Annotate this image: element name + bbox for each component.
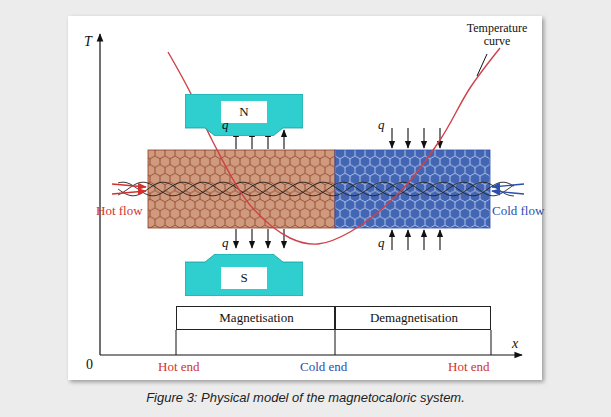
pole-label: N: [239, 105, 248, 119]
flow-wave: [118, 182, 514, 196]
flow-wave: [118, 182, 514, 196]
pole-label: S: [240, 271, 247, 285]
zone-box: Demagnetisation: [335, 306, 491, 330]
heat-label: q: [222, 118, 229, 132]
magnet-south: S: [185, 254, 303, 296]
heat-flux-arrow: [283, 130, 284, 149]
heat-flux-arrow: [391, 128, 392, 148]
zone-label: Demagnetisation: [370, 311, 458, 325]
t-axis: [99, 34, 100, 355]
end-label: Cold end: [300, 360, 347, 374]
flow-label: Cold flow: [492, 204, 544, 218]
magnet-shape: [185, 254, 303, 296]
zone-box: Magnetisation: [176, 306, 335, 330]
end-label: Hot end: [158, 360, 200, 374]
heat-label: q: [222, 236, 229, 250]
heat-flux-arrow: [407, 230, 408, 250]
curve-label: Temperature curve: [462, 22, 532, 48]
heat-flux-arrow: [439, 128, 440, 148]
flow-wave: [118, 182, 514, 196]
axis-label: x: [512, 336, 518, 351]
heat-flux-arrow: [439, 230, 440, 250]
heat-flux-arrow: [251, 229, 252, 248]
heat-flux-arrow: [235, 229, 236, 248]
temperature-curve: [168, 48, 500, 244]
figure-caption: Figure 3: Physical model of the magnetoc…: [0, 390, 611, 405]
heat-label: q: [378, 118, 385, 132]
axis-label: T: [84, 34, 92, 49]
heat-flux-arrow: [391, 230, 392, 250]
end-label: Hot end: [448, 360, 490, 374]
heat-flux-arrow: [267, 229, 268, 248]
magnet-north: N: [185, 94, 303, 136]
flow-waves: [118, 182, 514, 196]
zone-tick: [491, 330, 492, 355]
magnet-core: [221, 267, 267, 289]
heat-label: q: [378, 236, 385, 250]
heat-flux-arrow: [407, 128, 408, 148]
figure-panel: [68, 16, 542, 380]
cold-flow-arrows: [492, 184, 524, 194]
magnetised-regenerator: [148, 150, 335, 228]
origin-label: 0: [86, 357, 93, 372]
heat-flux-arrow: [423, 128, 424, 148]
zone-tick: [176, 330, 177, 355]
zone-tick: [335, 330, 336, 355]
leader-line: [477, 54, 487, 76]
heat-arrows: [236, 128, 440, 250]
heat-flux-arrow: [423, 230, 424, 250]
zone-label: Magnetisation: [219, 311, 293, 325]
hot-flow-arrows: [112, 184, 146, 194]
magnet-shape: [185, 94, 303, 136]
heat-flux-arrow: [283, 229, 284, 248]
flow-label: Hot flow: [96, 204, 143, 218]
x-axis: [100, 354, 522, 355]
